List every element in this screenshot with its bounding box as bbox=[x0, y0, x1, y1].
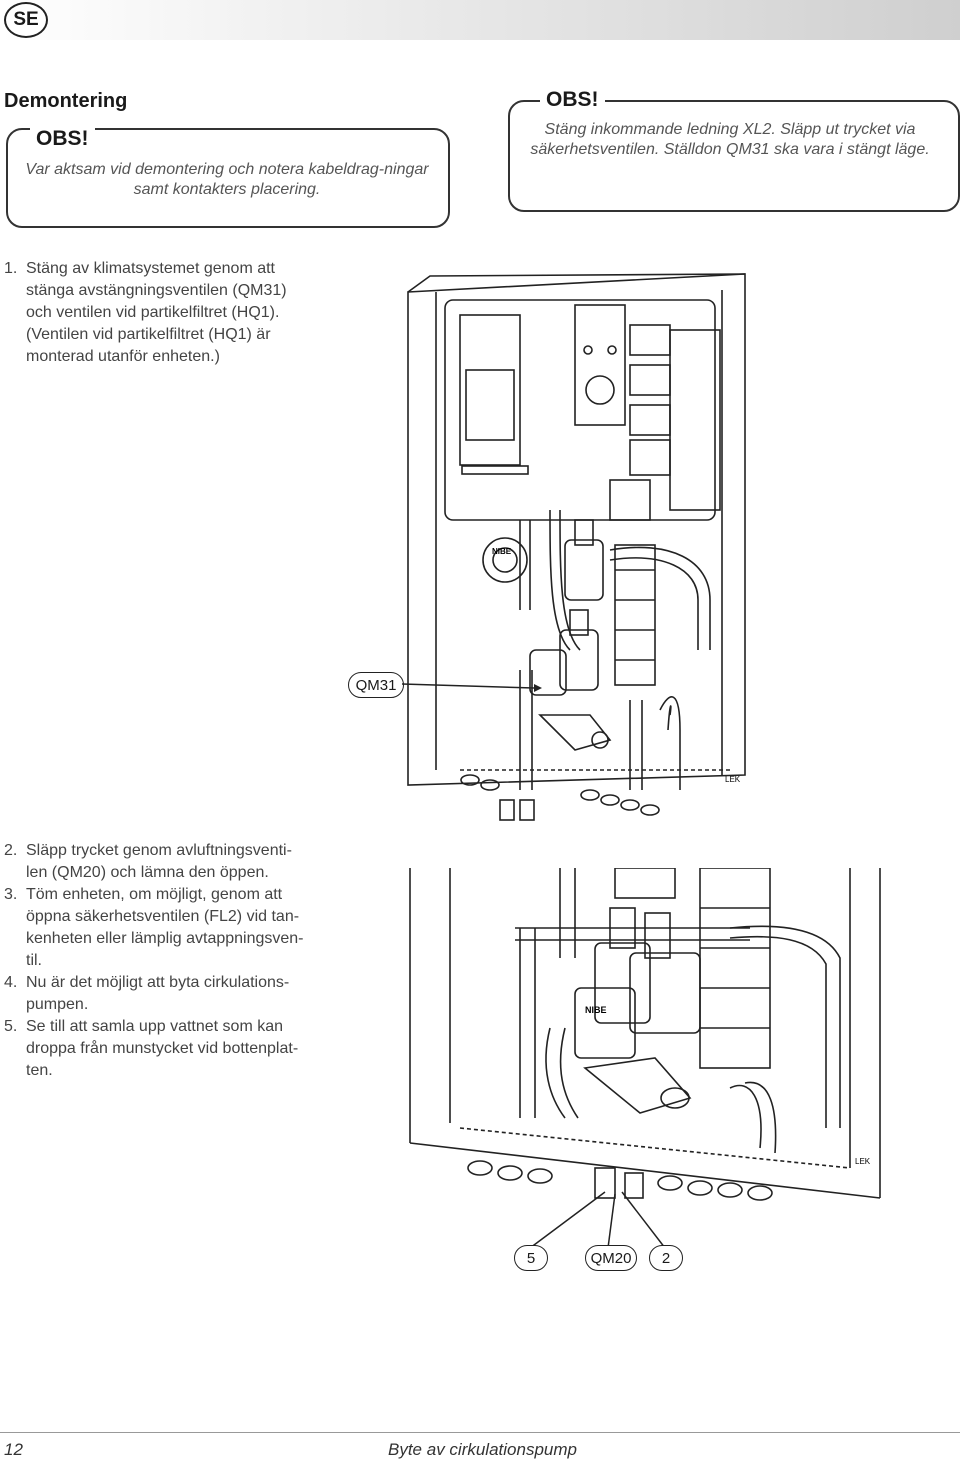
illustrator-mark: LEK bbox=[725, 775, 741, 784]
step-line: stänga avstängningsventilen (QM31) bbox=[26, 282, 287, 299]
callout-leaders bbox=[529, 1191, 666, 1249]
step-number: 1. bbox=[4, 260, 18, 277]
callout-5: 5 bbox=[514, 1245, 548, 1271]
header-bar bbox=[0, 0, 960, 40]
chapter-title: Byte av cirkulationspump bbox=[388, 1440, 577, 1459]
language-badge: SE bbox=[4, 2, 48, 38]
page-number: 12 bbox=[4, 1440, 23, 1459]
step-line: monterad utanför enheten.) bbox=[26, 348, 220, 365]
step-number: 4. bbox=[4, 974, 18, 991]
step-number: 3. bbox=[4, 886, 18, 903]
step-line: Släpp trycket genom avluftningsventi- bbox=[26, 842, 292, 859]
notice-left-text: Var aktsam vid demontering och notera ka… bbox=[25, 161, 429, 198]
step-3: 3. Töm enheten, om möjligt, genom att öpp… bbox=[4, 884, 334, 972]
step-line: och ventilen vid partikelfiltret (HQ1). bbox=[26, 304, 280, 321]
step-line: ten. bbox=[26, 1062, 53, 1079]
step-2: 2.Släpp trycket genom avluftningsventi- … bbox=[4, 840, 334, 884]
step-line: til. bbox=[26, 952, 42, 969]
section-title: Demontering bbox=[4, 90, 128, 112]
cabinet-illustration-2: NIBE LEK bbox=[409, 868, 881, 1201]
step-number: 5. bbox=[4, 1018, 18, 1035]
callout-qm20: QM20 bbox=[585, 1245, 637, 1271]
notice-left-title: OBS! bbox=[30, 127, 95, 151]
step-line: Nu är det möjligt att byta cirkulations- bbox=[26, 974, 290, 991]
step-line: (Ventilen vid partikelfiltret (HQ1) är bbox=[26, 326, 271, 343]
notice-box-right bbox=[508, 100, 960, 212]
notice-right-text: Stäng inkommande ledning XL2. Släpp ut t… bbox=[530, 121, 930, 158]
cabinet-illustration-1: NIBE LEK bbox=[407, 273, 746, 821]
step-line: kenheten eller lämplig avtappningsven- bbox=[26, 930, 304, 947]
step-line: pumpen. bbox=[26, 996, 89, 1013]
step-5: 5.Se till att samla upp vattnet som kan … bbox=[4, 1016, 334, 1082]
step-line: Stäng av klimatsystemet genom att bbox=[26, 260, 275, 277]
step-line: Se till att samla upp vattnet som kan bbox=[26, 1018, 284, 1035]
brand-mark: NIBE bbox=[492, 547, 512, 556]
step-number: 2. bbox=[4, 842, 18, 859]
step-1: 1. Stäng av klimatsystemet genom att stän… bbox=[4, 258, 344, 368]
step-line: droppa från munstycket vid bottenplat- bbox=[26, 1040, 299, 1057]
callout-qm31-leader bbox=[402, 683, 542, 692]
brand-mark: NIBE bbox=[585, 1005, 607, 1015]
step-line: öppna säkerhetsventilen (FL2) vid tan- bbox=[26, 908, 300, 925]
callout-qm31: QM31 bbox=[348, 672, 404, 698]
callout-2: 2 bbox=[649, 1245, 683, 1271]
footer-divider bbox=[0, 1432, 960, 1433]
illustrator-mark: LEK bbox=[855, 1157, 871, 1166]
steps-2-5: 2.Släpp trycket genom avluftningsventi- … bbox=[4, 840, 334, 1082]
step-4: 4. Nu är det möjligt att byta cirkulation… bbox=[4, 972, 334, 1016]
step-line: len (QM20) och lämna den öppen. bbox=[26, 864, 269, 881]
step-line: Töm enheten, om möjligt, genom att bbox=[26, 886, 283, 903]
notice-right-title: OBS! bbox=[540, 88, 605, 112]
